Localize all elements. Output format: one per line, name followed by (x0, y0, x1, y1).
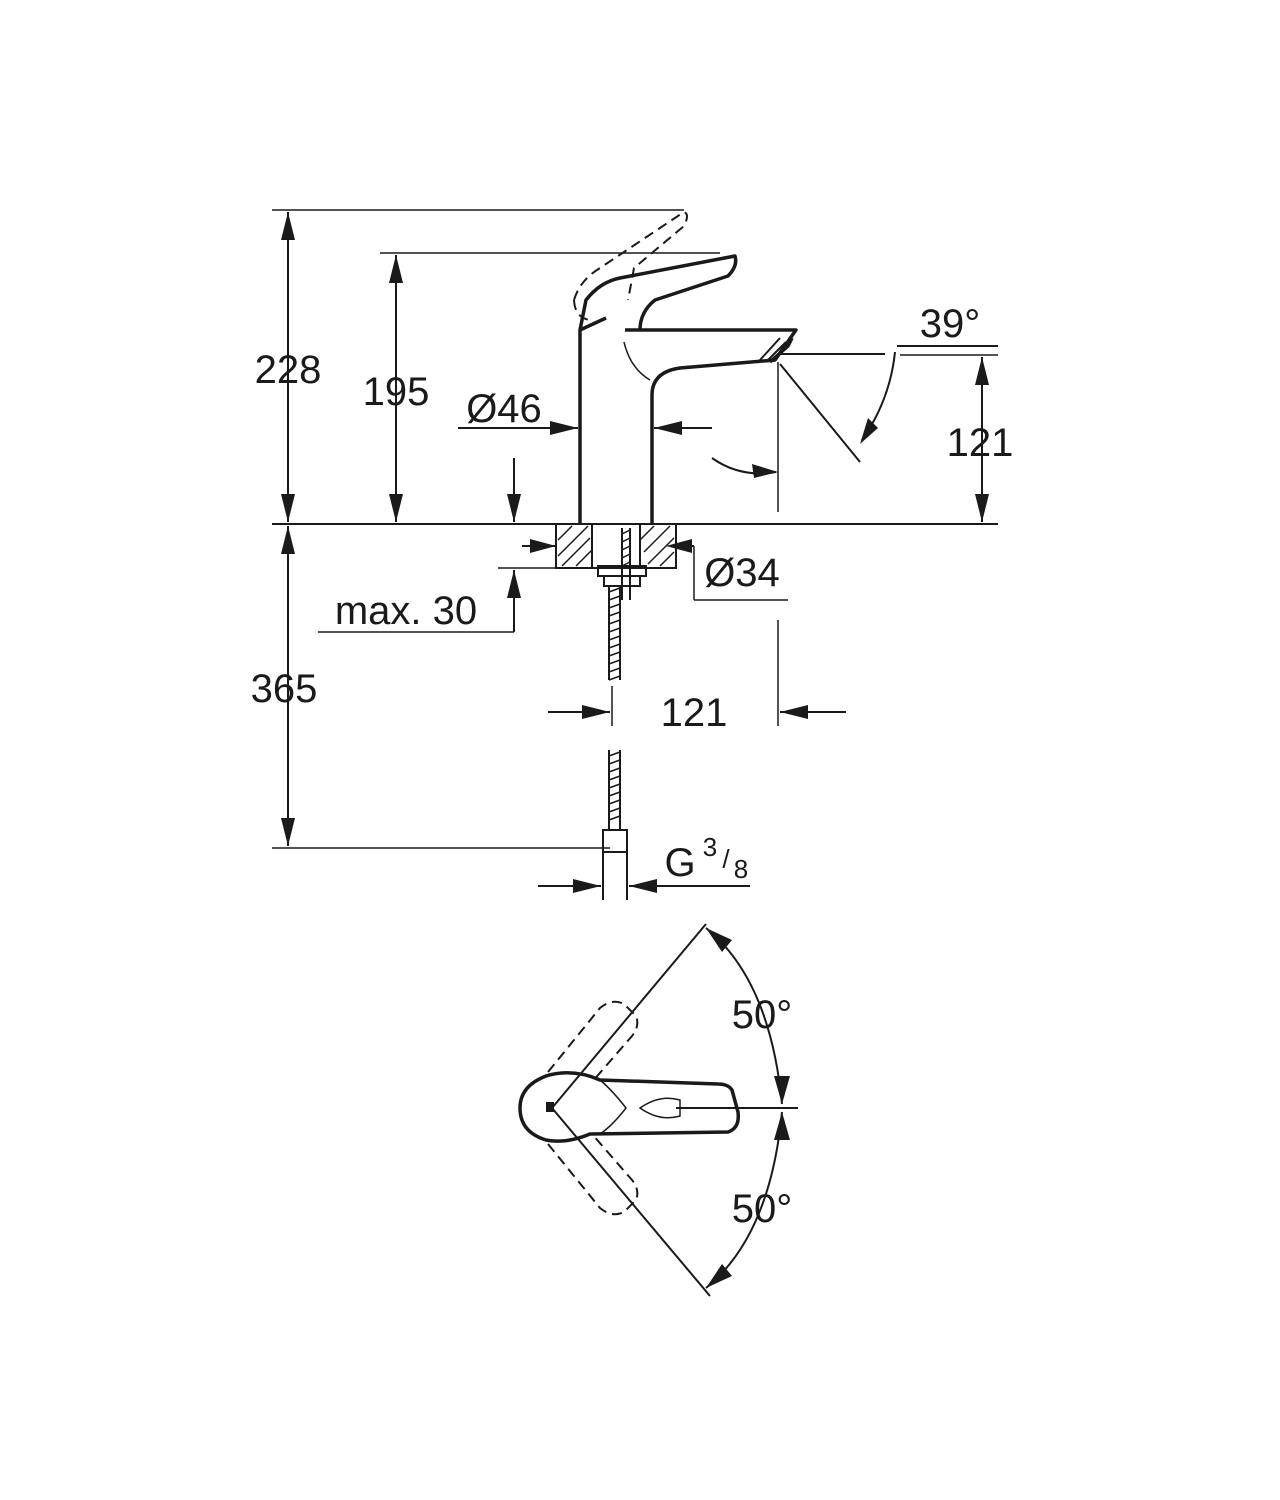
rotation-left-label: 50° (732, 993, 793, 1037)
spout-height-label: 195 (363, 370, 430, 414)
outlet-height-dimension: 121 (900, 354, 1014, 522)
indicator-mark (546, 1102, 554, 1112)
body-diameter-dimension: Ø46 (458, 387, 712, 435)
side-view: 228 195 (251, 209, 1014, 900)
connection-denominator-label: 8 (734, 854, 748, 884)
rotation-left-dimension: 50° (705, 927, 793, 1105)
total-height-dimension: 228 (255, 209, 684, 522)
hose-length-dimension: 365 (251, 526, 610, 849)
total-height-label: 228 (255, 348, 322, 392)
spout-reach-dimension: 121 (548, 620, 846, 735)
outlet-height-label: 121 (947, 421, 1014, 465)
top-view: 50° 50° (518, 923, 798, 1297)
faucet-body (573, 210, 798, 524)
lever-top-dashed-up (547, 1000, 639, 1083)
spout-height-dimension: 195 (363, 252, 720, 522)
body-diameter-label: Ø46 (466, 387, 542, 431)
rotation-right-label: 50° (732, 1187, 793, 1231)
spout-reach-label: 121 (661, 691, 728, 735)
supply-hose-upper (608, 586, 621, 681)
connection-prefix-label: G (664, 841, 695, 885)
spout-angle-dimension: 39° (779, 302, 998, 463)
spout-angle-label: 39° (920, 302, 981, 346)
hole-diameter-dimension: Ø34 (522, 539, 788, 601)
connection-numerator-label: 3 (703, 832, 717, 862)
hose-length-label: 365 (251, 667, 318, 711)
rotation-right-dimension: 50° (705, 1111, 793, 1289)
connection-slash: / (722, 844, 730, 874)
lever-top-dashed-down (547, 1133, 639, 1216)
hole-diameter-label: Ø34 (704, 551, 780, 595)
deck-section (555, 523, 677, 600)
lever-top-solid (518, 1071, 741, 1143)
supply-hose-lower (602, 750, 628, 900)
max-thickness-label: max. 30 (335, 589, 477, 633)
connection-dimension: G 3 / 8 (538, 832, 750, 893)
